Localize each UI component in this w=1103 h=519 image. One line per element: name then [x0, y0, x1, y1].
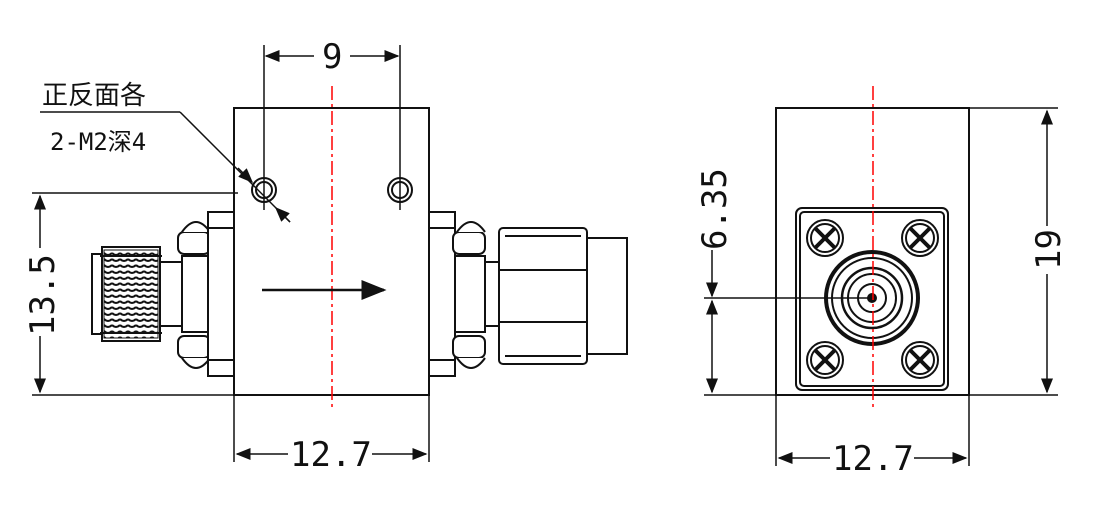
cross-screw-icon	[806, 219, 844, 257]
annotation-line2: 2-M2深4	[50, 128, 146, 156]
front-width-label: 12.7	[832, 439, 914, 479]
front-height-dimension	[969, 107, 1058, 396]
side-width-dimension	[233, 395, 430, 462]
hole-spacing-dimension	[263, 45, 401, 210]
side-width-label: 12.7	[290, 435, 372, 475]
cross-screw-icon	[806, 341, 844, 379]
front-width-dimension	[775, 395, 970, 466]
connector-offset-dimension	[704, 250, 872, 396]
side-height-dimension	[32, 192, 238, 396]
side-height-label: 13.5	[23, 254, 63, 336]
right-connector	[428, 211, 628, 377]
front-view	[775, 107, 970, 396]
side-view	[91, 107, 628, 396]
connector-offset-label: 6.35	[695, 168, 735, 250]
cross-screw-icon	[901, 341, 939, 379]
left-threaded-connector	[91, 211, 235, 377]
front-height-label: 19	[1029, 229, 1069, 270]
annotation-line1: 正反面各	[42, 81, 146, 111]
annotation-leader	[40, 111, 291, 223]
hole-spacing-label: 9	[322, 37, 342, 77]
cross-screw-icon	[901, 219, 939, 257]
